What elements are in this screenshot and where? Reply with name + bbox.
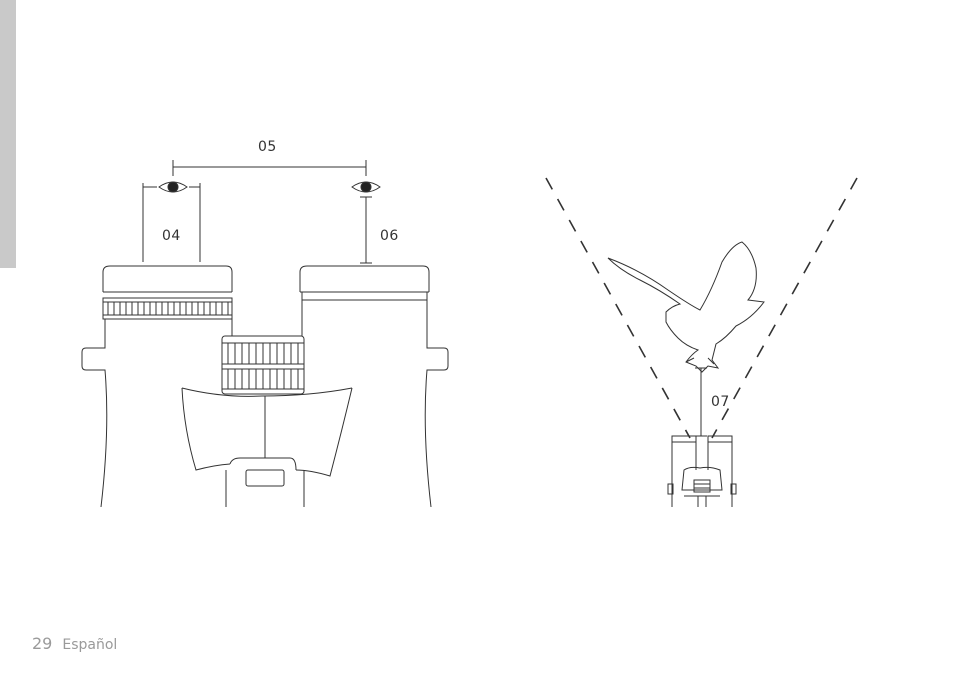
page-number: 29 — [32, 634, 52, 653]
label-05: 05 — [258, 139, 277, 155]
label-04: 04 — [162, 228, 181, 244]
left-barrel — [82, 266, 232, 507]
label-06: 06 — [380, 228, 399, 244]
label-07: 07 — [711, 394, 730, 410]
eye-icon — [352, 182, 380, 263]
focus-wheel — [222, 336, 304, 394]
eagle-illustration — [608, 242, 764, 372]
page-language: Español — [62, 637, 117, 653]
eye-icon — [143, 182, 200, 262]
small-binocular — [668, 436, 736, 507]
dimension-05 — [173, 160, 366, 176]
bridge — [182, 388, 352, 507]
page-footer: 29 Español — [32, 634, 117, 653]
right-barrel — [300, 266, 448, 507]
